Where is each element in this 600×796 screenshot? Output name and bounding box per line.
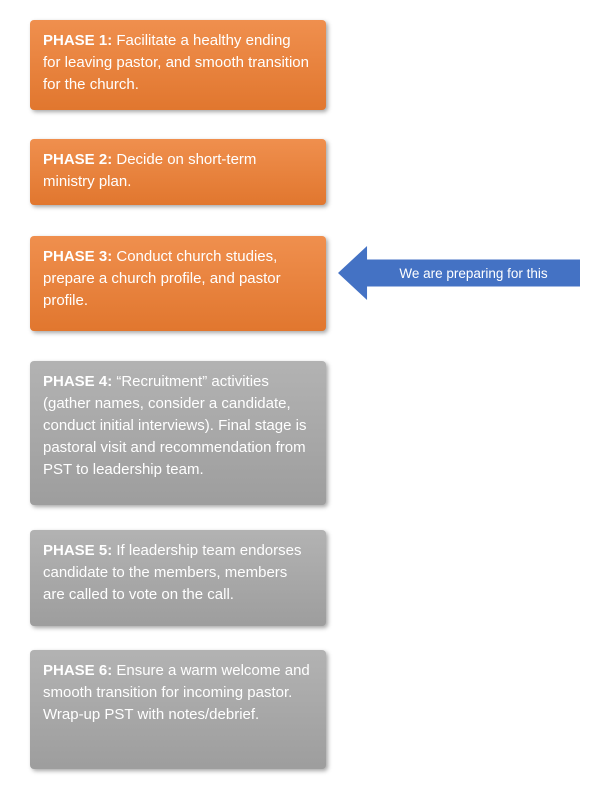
left-arrow-callout: We are preparing for this bbox=[338, 246, 580, 300]
phase-box-3: PHASE 3: Conduct church studies, prepare… bbox=[30, 236, 326, 331]
callout-text: We are preparing for this bbox=[399, 265, 548, 281]
phase-label: PHASE 3: bbox=[43, 248, 113, 265]
phase-label: PHASE 6: bbox=[43, 662, 113, 679]
phase-text: Ensure a warm welcome and smooth transit… bbox=[43, 662, 310, 723]
phase-text: If leadership team endorses candidate to… bbox=[43, 542, 302, 603]
phase-box-1: PHASE 1: Facilitate a healthy ending for… bbox=[30, 20, 326, 110]
phase-label: PHASE 2: bbox=[43, 151, 113, 168]
phase-label: PHASE 4: bbox=[43, 373, 113, 390]
phase-text: Decide on short-term ministry plan. bbox=[43, 151, 257, 190]
phase-box-5: PHASE 5: If leadership team endorses can… bbox=[30, 530, 326, 626]
phase-label: PHASE 1: bbox=[43, 32, 113, 49]
phase-box-6: PHASE 6: Ensure a warm welcome and smoot… bbox=[30, 650, 326, 769]
phase-box-2: PHASE 2: Decide on short-term ministry p… bbox=[30, 139, 326, 205]
phase-label: PHASE 5: bbox=[43, 542, 113, 559]
phase-text: Facilitate a healthy ending for leaving … bbox=[43, 32, 309, 93]
phase-box-4: PHASE 4: “Recruitment” activities (gathe… bbox=[30, 361, 326, 505]
phase-text: “Recruitment” activities (gather names, … bbox=[43, 373, 307, 478]
phase-text: Conduct church studies, prepare a church… bbox=[43, 248, 281, 309]
